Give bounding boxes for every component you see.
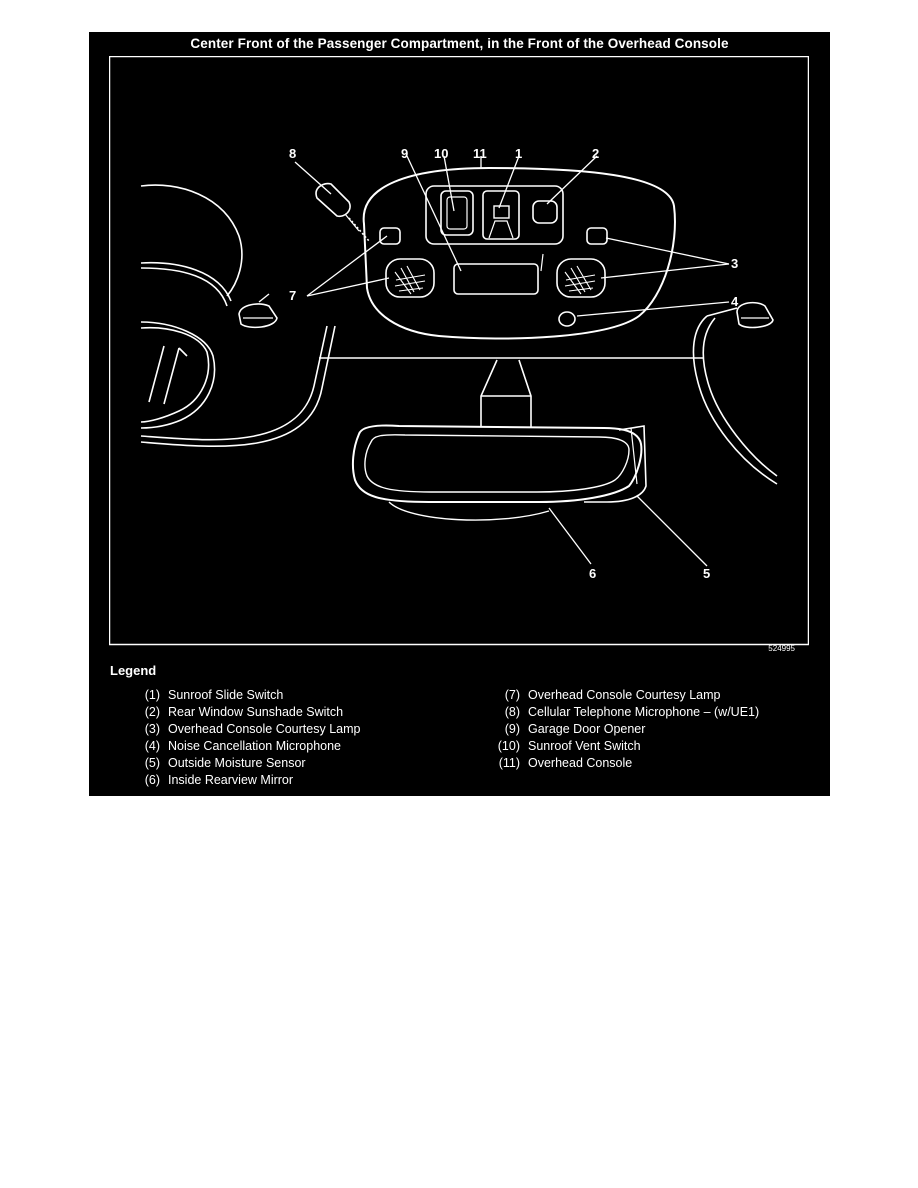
sunroof-vent-switch (440, 190, 474, 236)
callout-2: 2 (592, 146, 599, 161)
legend-heading: Legend (110, 663, 157, 678)
left-small-lamp-switch (379, 227, 401, 245)
callout-1: 1 (515, 146, 522, 161)
left-sun-visor (140, 184, 336, 448)
legend-item: (6)Inside Rearview Mirror (144, 773, 294, 787)
figure-title: Center Front of the Passenger Compartmen… (190, 36, 729, 51)
callout-5: 5 (703, 566, 710, 581)
right-sun-visor (692, 307, 778, 485)
callout-6: 6 (589, 566, 596, 581)
legend-right-column: (7)Overhead Console Courtesy Lamp (8)Cel… (490, 687, 759, 772)
legend-item: (4)Noise Cancellation Microphone (144, 739, 342, 753)
legend-item: (1)Sunroof Slide Switch (144, 688, 284, 702)
legend-item: (11)Overhead Console (498, 756, 633, 770)
legend-item: (9)Garage Door Opener (504, 722, 646, 736)
overhead-console (362, 166, 676, 340)
callout-10: 10 (434, 146, 448, 161)
rear-window-sunshade-switch (532, 200, 558, 224)
right-visor-clip (736, 301, 774, 329)
legend-item: (3)Overhead Console Courtesy Lamp (144, 722, 361, 736)
inside-rearview-mirror (351, 424, 643, 521)
right-courtesy-lamp (556, 258, 606, 298)
figure-panel: Center Front of the Passenger Compartmen… (89, 32, 830, 796)
garage-door-opener (453, 263, 539, 295)
callout-7: 7 (289, 288, 296, 303)
diagram-frame (109, 56, 809, 646)
noise-cancellation-microphone (558, 311, 576, 327)
legend-item: (5)Outside Moisture Sensor (144, 756, 306, 770)
legend-left-column: (1)Sunroof Slide Switch (2)Rear Window S… (140, 687, 361, 789)
right-small-lamp-switch (586, 227, 608, 245)
outside-moisture-sensor (584, 425, 647, 503)
callout-4: 4 (731, 294, 739, 309)
legend-item: (10)Sunroof Vent Switch (497, 739, 641, 753)
callout-labels: 8 9 10 11 1 2 3 4 7 6 5 (289, 146, 739, 581)
callout-9: 9 (401, 146, 408, 161)
cellular-telephone-microphone (315, 182, 370, 242)
figure-id: 524995 (768, 644, 795, 653)
leader-lines (294, 155, 730, 567)
sunroof-slide-switch (482, 190, 520, 240)
legend-item: (7)Overhead Console Courtesy Lamp (504, 688, 721, 702)
callout-8: 8 (289, 146, 296, 161)
left-visor-clip (238, 293, 278, 329)
callout-3: 3 (731, 256, 738, 271)
callout-11: 11 (473, 146, 487, 161)
overhead-console-diagram: 8 9 10 11 1 2 3 4 7 6 5 (109, 56, 809, 646)
legend-item: (8)Cellular Telephone Microphone – (w/UE… (504, 705, 760, 719)
legend-item: (2)Rear Window Sunshade Switch (144, 705, 344, 719)
mirror-mount (480, 359, 532, 428)
